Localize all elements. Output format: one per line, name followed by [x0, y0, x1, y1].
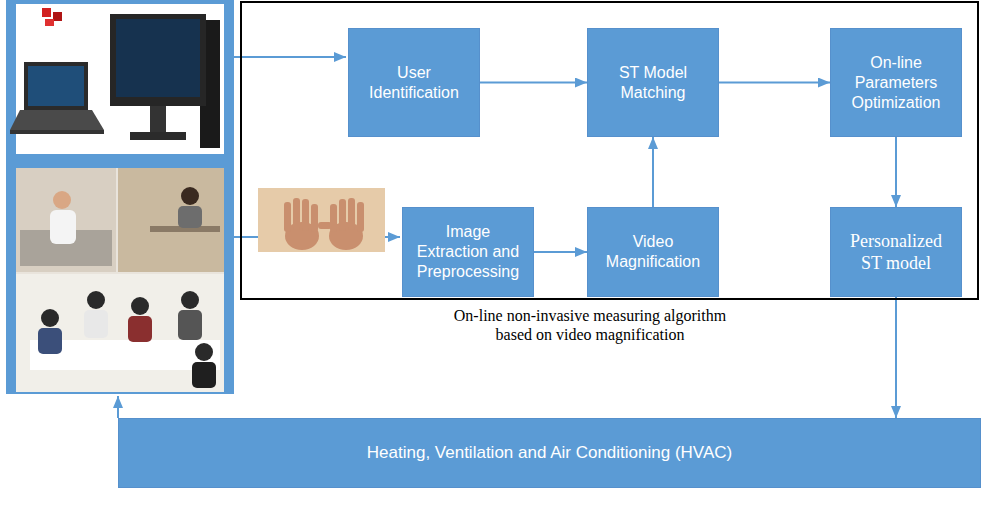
- process-box: Image Extraction and Preprocessing: [402, 207, 534, 297]
- people-photos-part: [181, 291, 199, 309]
- hands-photo-part: [318, 222, 332, 229]
- people-photos-part: [118, 168, 224, 272]
- app-icon-part: [45, 19, 54, 26]
- user-devices-panel: [6, 0, 234, 394]
- hands-photo-part: [330, 204, 337, 232]
- laptop-icon-part: [10, 110, 104, 130]
- flow-arrow: [480, 82, 587, 84]
- box-label: Heating, Ventilation and Air Conditionin…: [367, 442, 732, 463]
- hands-photo-part: [357, 202, 364, 232]
- app-icon-part: [53, 12, 62, 21]
- box-label: ST Model Matching: [598, 63, 708, 103]
- people-photos-part: [38, 328, 62, 354]
- flow-arrow: [719, 82, 830, 84]
- box-label: On-line Parameters Optimization: [841, 53, 951, 113]
- process-box: Personalized ST model: [830, 207, 962, 297]
- desktop-monitor-part: [150, 106, 166, 132]
- app-icon: [42, 8, 62, 26]
- people-photos-part: [16, 274, 224, 392]
- people-photos-part: [16, 168, 116, 272]
- flow-arrow: [895, 137, 897, 207]
- hands-photo-part: [339, 199, 346, 231]
- feedback-arrow: [117, 396, 119, 418]
- box-label: Video Magnification: [598, 232, 708, 272]
- laptop-icon: [10, 62, 104, 134]
- hands-photo-part: [311, 204, 318, 232]
- people-photos: [16, 168, 224, 392]
- app-icon-part: [42, 8, 51, 17]
- laptop-icon-part: [28, 66, 84, 106]
- people-photos-part: [131, 297, 149, 315]
- desktop-monitor-part: [130, 132, 186, 140]
- hands-photo-part: [348, 198, 355, 230]
- people-photos-part: [192, 362, 216, 388]
- people-photos-part: [195, 343, 213, 361]
- laptop-icon-part: [24, 62, 88, 110]
- people-photos-part: [53, 191, 71, 209]
- people-photos-part: [16, 168, 224, 392]
- box-label: User Identification: [359, 63, 469, 103]
- people-photos-part: [87, 291, 105, 309]
- flow-arrow: [534, 251, 587, 253]
- process-box: Video Magnification: [587, 207, 719, 297]
- process-box: On-line Parameters Optimization: [830, 28, 962, 137]
- frame-caption: On-line non-invasive measuring algorithm…: [445, 306, 735, 344]
- people-photos-part: [50, 210, 76, 244]
- hands-photo-part: [258, 188, 385, 252]
- hands-photo-part: [302, 199, 309, 231]
- hvac-band: Heating, Ventilation and Air Conditionin…: [118, 418, 981, 488]
- desktop-monitor: [110, 14, 220, 148]
- hands-photo-part: [293, 198, 300, 230]
- laptop-icon-part: [10, 130, 104, 134]
- people-photos-part: [41, 309, 59, 327]
- people-photos-part: [181, 187, 199, 205]
- desktop-monitor-part: [116, 19, 200, 97]
- flow-arrow: [895, 297, 897, 418]
- process-box: User Identification: [348, 28, 480, 137]
- user-devices-panel-part: [6, 0, 234, 394]
- hands-photo: [258, 188, 385, 252]
- people-photos-part: [178, 206, 202, 228]
- flow-arrow: [652, 137, 654, 207]
- people-photos-part: [178, 310, 202, 340]
- process-box: ST Model Matching: [587, 28, 719, 137]
- box-label: Personalized ST model: [841, 230, 951, 275]
- people-photos-part: [128, 316, 152, 342]
- algorithm-frame: User Identification ST Model Matching On-l…: [240, 1, 979, 300]
- input-arrow: [234, 56, 346, 58]
- box-label: Image Extraction and Preprocessing: [413, 222, 523, 282]
- hands-photo-part: [284, 202, 291, 232]
- desktop-monitor-part: [110, 14, 206, 106]
- people-photos-part: [84, 310, 108, 338]
